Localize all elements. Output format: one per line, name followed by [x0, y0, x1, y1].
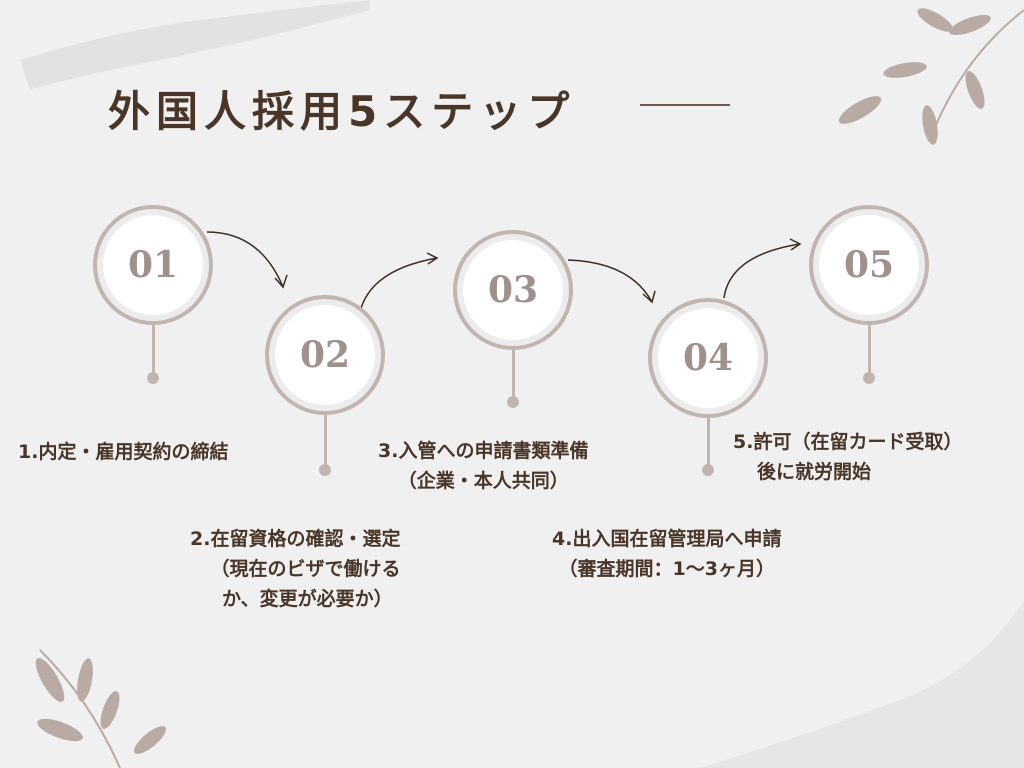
step-number: 05: [819, 215, 919, 315]
arrow-02-03-icon: [359, 257, 438, 313]
step-circle-01: 01: [93, 205, 213, 325]
dot-04: [702, 464, 714, 476]
arrow-03-04-icon: [567, 259, 653, 303]
arrow-01-02-icon: [206, 231, 284, 288]
torn-paper-top: [20, 0, 370, 90]
label-line: 4.出入国在留管理局へ申請: [552, 528, 782, 550]
step-number: 03: [463, 240, 563, 340]
step-label-01: 1.内定・雇用契約の締結: [18, 437, 228, 467]
step-number: 01: [103, 215, 203, 315]
dot-02: [319, 464, 331, 476]
label-line: 5.許可（在留カード受取）: [733, 431, 963, 453]
label-line: 後に就労開始: [757, 461, 872, 483]
label-line: 2.在留資格の確認・選定: [190, 528, 401, 550]
step-circle-02: 02: [265, 295, 385, 415]
step-number: 02: [275, 305, 375, 405]
dot-05: [863, 372, 875, 384]
label-line: 3.入管への申請書類準備: [378, 440, 589, 462]
torn-paper-bottom: [700, 600, 1024, 768]
label-line: （企業・本人共同）: [397, 470, 569, 492]
step-label-05: 5.許可（在留カード受取） 後に就労開始: [733, 427, 962, 487]
stem-05: [867, 325, 871, 378]
step-circle-04: 04: [648, 298, 768, 418]
label-line: 1.内定・雇用契約の締結: [18, 441, 229, 463]
step-number: 04: [658, 308, 758, 408]
step-label-03: 3.入管への申請書類準備 （企業・本人共同）: [378, 436, 588, 496]
stem-04: [706, 418, 710, 470]
label-line: か、変更が必要か）: [222, 588, 393, 610]
leaf-branch-top-right-icon: [838, 8, 1024, 145]
stem-02: [323, 413, 327, 470]
label-line: （審査期間：1〜3ヶ月）: [558, 558, 775, 580]
title-underline: [640, 104, 730, 106]
arrows: [206, 231, 802, 313]
page-title: 外国人採用5ステップ: [108, 87, 576, 136]
stem-01: [151, 325, 155, 378]
dot-03: [507, 396, 519, 408]
leaf-branch-bottom-left-icon: [35, 649, 166, 768]
dot-01: [147, 372, 159, 384]
arrow-04-05-icon: [723, 243, 801, 299]
step-circle-05: 05: [809, 205, 929, 325]
label-line: （現在のビザで働ける: [210, 558, 401, 580]
step-label-02: 2.在留資格の確認・選定 （現在のビザで働ける か、変更が必要か）: [190, 524, 400, 614]
stem-03: [511, 350, 515, 402]
step-label-04: 4.出入国在留管理局へ申請 （審査期間：1〜3ヶ月）: [552, 524, 781, 584]
step-circle-03: 03: [453, 230, 573, 350]
